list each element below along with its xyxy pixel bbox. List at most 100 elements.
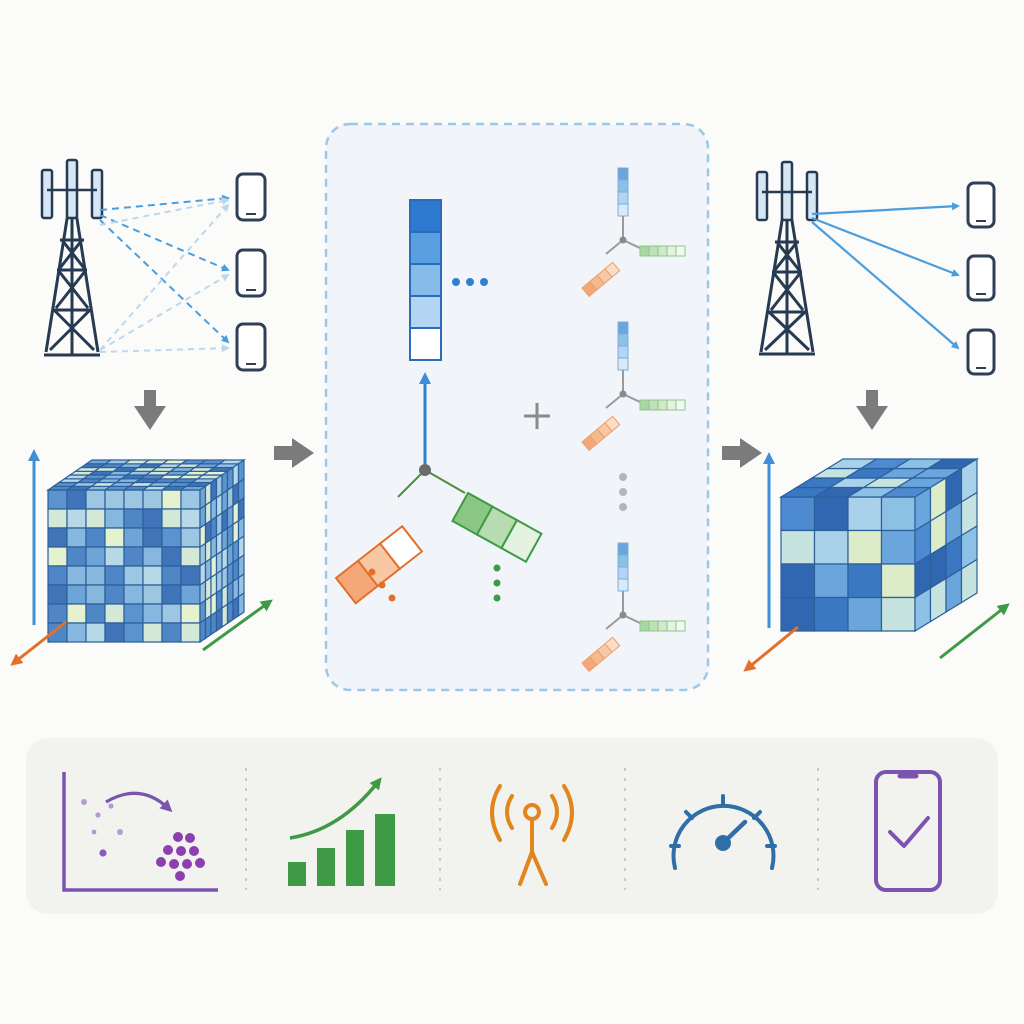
tensor-cell bbox=[123, 527, 144, 548]
tensor-cell bbox=[47, 527, 68, 548]
tensor-cell bbox=[85, 584, 106, 605]
rank-one-component bbox=[581, 542, 686, 673]
vector-cell bbox=[409, 327, 442, 361]
tensor-cell bbox=[880, 496, 916, 532]
orange-factor-vector bbox=[334, 524, 424, 605]
tensor-cell bbox=[237, 591, 245, 617]
tensor-cell bbox=[104, 584, 125, 605]
tensor-cell bbox=[210, 610, 218, 636]
tensor-cell bbox=[780, 529, 816, 565]
tensor-cell bbox=[104, 489, 125, 510]
vector-cell bbox=[500, 518, 543, 564]
tensor-cell bbox=[123, 603, 144, 624]
tensor-cell bbox=[161, 489, 182, 510]
tensor-cell bbox=[104, 622, 125, 643]
tensor-cell bbox=[123, 565, 144, 586]
tensor-cell bbox=[142, 546, 163, 567]
tensor-cell bbox=[123, 546, 144, 567]
right-phone-3-smartphone-icon bbox=[966, 328, 996, 376]
tensor-cell bbox=[226, 599, 234, 625]
tensor-cell bbox=[161, 622, 182, 643]
tensor-cell bbox=[66, 546, 87, 567]
tensor-cell bbox=[47, 584, 68, 605]
vector-cell bbox=[648, 620, 659, 632]
tensor-cell bbox=[104, 603, 125, 624]
orange-factor-link bbox=[397, 469, 426, 498]
right-phone-1-smartphone-icon bbox=[966, 181, 996, 229]
tensor-cell bbox=[847, 529, 883, 565]
rank-one-component-list bbox=[581, 167, 686, 673]
phone-checkmark-icon bbox=[874, 770, 942, 892]
tensor-cell bbox=[123, 508, 144, 529]
vector-cell bbox=[666, 620, 677, 632]
tensor-cell bbox=[813, 596, 849, 632]
tensor-cell bbox=[47, 508, 68, 529]
tensor-cell bbox=[66, 603, 87, 624]
tensor-cell bbox=[960, 558, 978, 604]
tensor-cell bbox=[47, 489, 68, 510]
tensor-cell bbox=[66, 527, 87, 548]
vector-cell bbox=[617, 578, 629, 592]
tensor-cell bbox=[180, 584, 201, 605]
vector-cell bbox=[409, 263, 442, 297]
green-vector-ellipsis bbox=[493, 564, 501, 602]
orange-small-vector bbox=[581, 415, 621, 452]
component-list-ellipsis bbox=[619, 473, 627, 511]
tensor-cell bbox=[142, 489, 163, 510]
tensor-cell bbox=[180, 565, 201, 586]
tensor-cell bbox=[880, 529, 916, 565]
rank-one-component bbox=[581, 321, 686, 452]
tensor-cell bbox=[123, 622, 144, 643]
component-node bbox=[619, 390, 627, 398]
vector-cell bbox=[657, 620, 668, 632]
tensor-cell bbox=[847, 596, 883, 632]
vector-cell bbox=[604, 261, 621, 278]
flow-arrow-to-decomposition bbox=[274, 438, 314, 468]
tensor-cell bbox=[180, 489, 201, 510]
flow-arrow-to-reconstruction bbox=[722, 438, 762, 468]
vector-cell bbox=[675, 620, 686, 632]
right-phone-2-smartphone-icon bbox=[966, 254, 996, 302]
tensor-cell bbox=[104, 527, 125, 548]
tensor-cell bbox=[180, 622, 201, 643]
left-phone-2-smartphone-icon bbox=[235, 248, 267, 298]
tensor-cell bbox=[215, 606, 223, 632]
plus-icon bbox=[524, 403, 550, 429]
tensor-cell bbox=[85, 622, 106, 643]
factor-origin-node bbox=[419, 464, 431, 476]
tensor-cell bbox=[142, 584, 163, 605]
vector-cell bbox=[604, 636, 621, 653]
component-axis bbox=[605, 614, 624, 630]
left-down-flow-arrow bbox=[134, 390, 166, 430]
tensor-cell bbox=[813, 563, 849, 599]
tensor-cell bbox=[66, 622, 87, 643]
vector-cell bbox=[617, 542, 629, 556]
scatter-shift-chart-icon bbox=[62, 772, 218, 892]
tensor-cell bbox=[880, 596, 916, 632]
tensor-cell bbox=[142, 603, 163, 624]
tensor-cell bbox=[66, 489, 87, 510]
tensor-cell bbox=[180, 527, 201, 548]
tensor-cell bbox=[85, 546, 106, 567]
tensor-cell bbox=[847, 563, 883, 599]
tensor-cell bbox=[161, 584, 182, 605]
channel-tensor-cube bbox=[46, 458, 246, 644]
tilted-vector bbox=[334, 524, 424, 605]
speed-gauge-icon bbox=[669, 794, 777, 870]
vector-cell bbox=[617, 191, 629, 205]
vector-cell bbox=[617, 357, 629, 371]
vector-cell bbox=[409, 295, 442, 329]
vector-cell bbox=[604, 415, 621, 432]
tensor-cell bbox=[813, 496, 849, 532]
orange-small-vector bbox=[581, 261, 621, 298]
tensor-cell bbox=[104, 565, 125, 586]
vector-cell bbox=[657, 245, 668, 257]
vector-cell bbox=[617, 566, 629, 580]
vector-cell bbox=[409, 231, 442, 265]
vector-cell bbox=[666, 245, 677, 257]
tensor-cell bbox=[85, 603, 106, 624]
tensor-cell bbox=[104, 546, 125, 567]
antenna-signal-icon bbox=[490, 784, 574, 886]
vector-cell bbox=[639, 245, 650, 257]
